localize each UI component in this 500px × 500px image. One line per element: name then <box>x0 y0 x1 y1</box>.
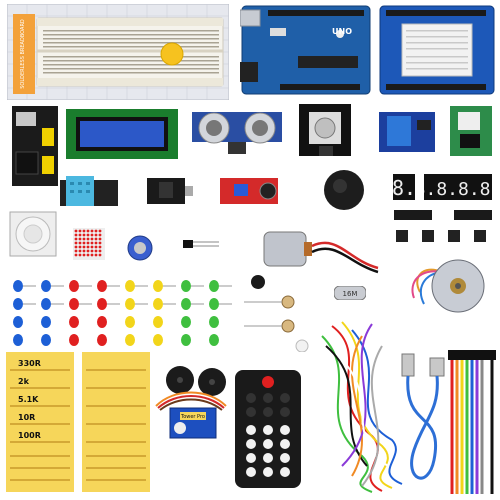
stepper-driver-board <box>448 104 494 158</box>
uno-board: UNO <box>240 4 372 96</box>
sound-sensor-module <box>220 176 278 206</box>
solderless-breadboard: SOLDERLESS BREADBOARD <box>7 4 229 100</box>
resistor-label-100r: 100R <box>18 431 41 440</box>
pir-motion-sensor <box>8 210 58 258</box>
resistor-label-330r: 330R <box>18 359 41 368</box>
push-buttons <box>392 226 496 246</box>
seven-segment-single: 8. <box>393 174 415 200</box>
uno-logo-text: UNO <box>332 27 352 36</box>
led-dot-matrix <box>73 228 105 260</box>
transistor <box>181 234 221 254</box>
resistor-label-2k: 2k <box>18 377 30 386</box>
buzzers <box>162 362 232 402</box>
breadboard-label: SOLDERLESS BREADBOARD <box>20 19 26 89</box>
power-supply-module <box>8 104 62 188</box>
crystal-oscillator: 16M <box>334 286 366 300</box>
relay-module <box>377 110 437 154</box>
servo-brand-text: Tower Pro <box>180 414 205 420</box>
usb-cable <box>394 350 454 496</box>
potentiometer <box>122 230 158 266</box>
resistor-assortment: 330R 2k 5.1K 10R 100R <box>6 352 156 496</box>
prototype-shield <box>378 4 496 96</box>
dupont-ribbon-cable <box>446 348 498 496</box>
led-assortment <box>6 274 246 364</box>
jumper-wires-male <box>312 316 412 494</box>
crystal-text: 16M <box>343 290 358 298</box>
ic-chips <box>392 206 496 224</box>
stepper-motor <box>402 248 490 318</box>
photoresistors <box>244 272 324 352</box>
ultrasonic-sensor <box>192 108 282 158</box>
servo-motor: Tower Pro <box>150 386 234 446</box>
seven-segment-quad: 8.8.8.8. <box>424 174 492 200</box>
resistor-label-10r: 10R <box>18 413 35 422</box>
seven-segment-single-text: 8. <box>393 176 415 200</box>
ir-receiver-module <box>145 174 195 208</box>
temperature-humidity-sensor <box>60 174 118 208</box>
seven-segment-quad-text: 8.8.8.8. <box>424 179 492 200</box>
joystick-cap <box>322 168 366 212</box>
dc-motor <box>258 224 388 276</box>
resistor-label-5.1k: 5.1K <box>18 395 39 404</box>
joystick-module <box>293 100 357 160</box>
ir-remote-control <box>233 368 303 490</box>
lcd-1602-display <box>66 109 178 159</box>
